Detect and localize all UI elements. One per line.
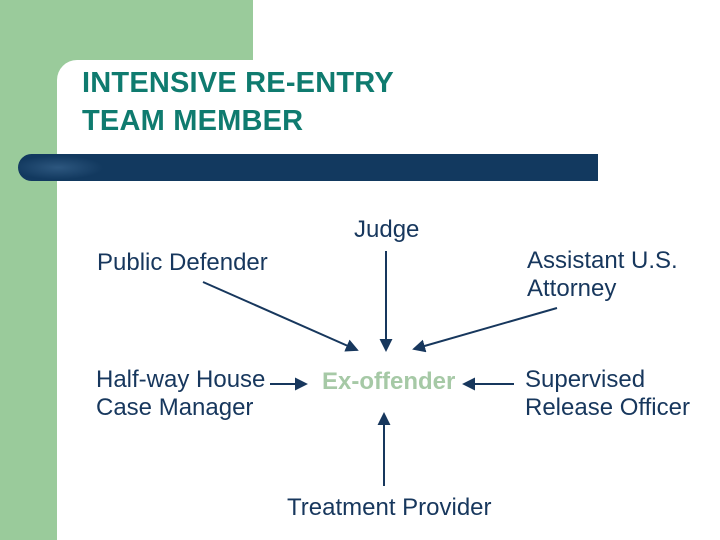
content-panel (57, 60, 720, 540)
node-public-defender: Public Defender (97, 249, 268, 277)
slide-title: INTENSIVE RE-ENTRY TEAM MEMBER (82, 64, 394, 140)
node-supervised-release-officer-line1: Supervised (525, 366, 646, 393)
title-divider-bar (18, 154, 598, 181)
node-supervised-release-officer: Supervised Release Officer (525, 366, 690, 422)
node-ex-offender: Ex-offender (322, 368, 455, 396)
slide-title-line1: INTENSIVE RE-ENTRY (82, 67, 394, 99)
node-assistant-us-attorney-line1: Assistant U.S. (527, 247, 678, 274)
node-halfway-house-line2: Case Manager (96, 394, 254, 421)
node-halfway-house-case-manager: Half-way House Case Manager (96, 366, 265, 422)
node-treatment-provider: Treatment Provider (287, 494, 492, 522)
node-treatment-provider-label: Treatment Provider (287, 494, 492, 521)
node-public-defender-label: Public Defender (97, 249, 268, 276)
node-assistant-us-attorney: Assistant U.S. Attorney (527, 247, 678, 303)
node-halfway-house-line1: Half-way House (96, 366, 266, 393)
node-ex-offender-label: Ex-offender (322, 368, 456, 395)
node-assistant-us-attorney-line2: Attorney (527, 275, 617, 302)
node-supervised-release-officer-line2: Release Officer (525, 394, 690, 421)
slide-title-line2: TEAM MEMBER (82, 105, 304, 137)
node-judge-label: Judge (354, 216, 420, 243)
node-judge: Judge (354, 216, 419, 244)
